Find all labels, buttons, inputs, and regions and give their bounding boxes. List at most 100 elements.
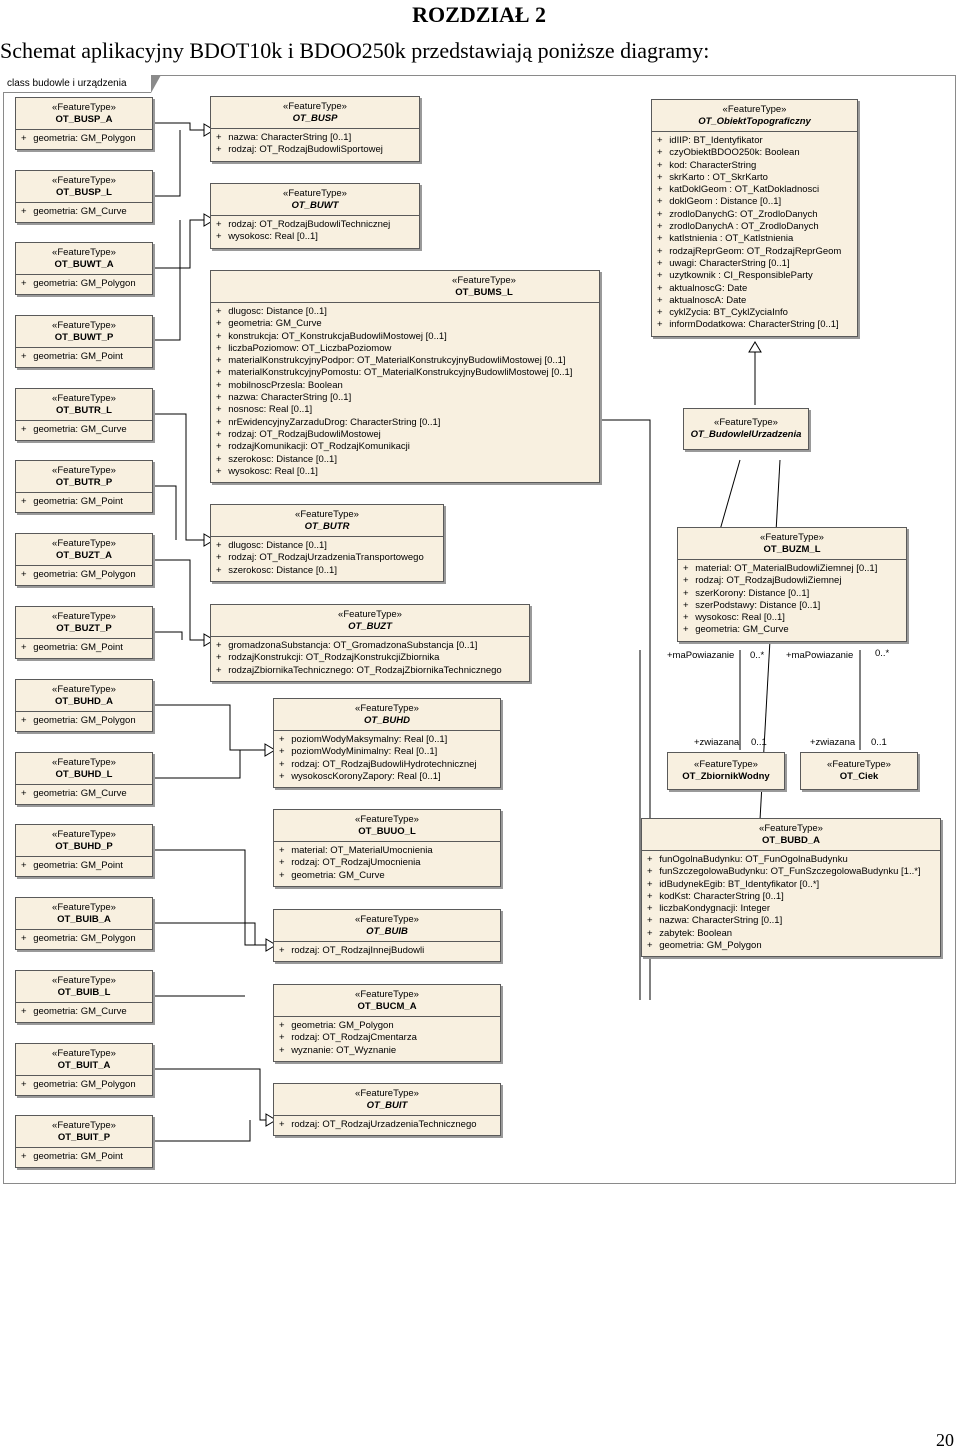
class-buwt[interactable]: «FeatureType»OT_BUWT rodzaj: OT_RodzajBu… <box>210 183 420 249</box>
class-attr: czyObiektBDOO250k: Boolean <box>657 147 853 159</box>
class-attr: rodzaj: OT_RodzajBudowliZiemnej <box>683 575 902 587</box>
class-budowle-i-urzadzenia[interactable]: «FeatureType»OT_BudowleIUrzadzenia <box>683 408 809 450</box>
class-attr: nazwa: CharacterString [0..1] <box>647 915 936 927</box>
stereotype-label: «FeatureType» <box>355 989 419 1000</box>
stereotype-label: «FeatureType» <box>759 823 823 834</box>
class-busp-a[interactable]: «FeatureType»OT_BUSP_A geometria: GM_Pol… <box>15 97 153 151</box>
class-attr: nosnosc: Real [0..1] <box>216 404 595 416</box>
class-attr: rodzaj: OT_RodzajInnejBudowli <box>279 945 496 957</box>
class-buhd-a[interactable]: «FeatureType»OT_BUHD_A geometria: GM_Pol… <box>15 679 153 733</box>
class-buib-l[interactable]: «FeatureType»OT_BUIB_L geometria: GM_Cur… <box>15 970 153 1024</box>
class-name: OT_BUHD_P <box>55 841 113 852</box>
multiplicity-label: 0..* <box>875 648 890 659</box>
stereotype-label: «FeatureType» <box>452 275 516 286</box>
class-attr: geometria: GM_Point <box>21 860 148 872</box>
stereotype-label: «FeatureType» <box>827 759 891 770</box>
stereotype-label: «FeatureType» <box>52 538 116 549</box>
class-name: OT_BUSP_A <box>55 114 113 125</box>
class-butr-p[interactable]: «FeatureType»OT_BUTR_P geometria: GM_Poi… <box>15 460 153 514</box>
class-attr: wysokosc: Real [0..1] <box>683 612 902 624</box>
class-name: OT_BUZM_L <box>763 544 821 555</box>
class-attr: geometria: GM_Curve <box>21 206 148 218</box>
class-attr: nrEwidencyjnyZarzaduDrog: CharacterStrin… <box>216 417 595 429</box>
stereotype-label: «FeatureType» <box>52 247 116 258</box>
class-attr: katDoklGeom : OT_KatDokladnosci <box>657 184 853 196</box>
class-attr: geometria: GM_Curve <box>21 1006 148 1018</box>
class-buib[interactable]: «FeatureType»OT_BUIB rodzaj: OT_RodzajIn… <box>273 909 501 963</box>
class-name: OT_BUIT <box>366 1100 408 1111</box>
class-busp-l[interactable]: «FeatureType»OT_BUSP_L geometria: GM_Cur… <box>15 170 153 224</box>
class-buzt-a[interactable]: «FeatureType»OT_BUZT_A geometria: GM_Pol… <box>15 533 153 587</box>
class-buib-a[interactable]: «FeatureType»OT_BUIB_A geometria: GM_Pol… <box>15 897 153 951</box>
class-buzt[interactable]: «FeatureType»OT_BUZT gromadzonaSubstancj… <box>210 604 530 682</box>
class-attr: rodzajZbiornikaTechnicznego: OT_RodzajZb… <box>216 665 525 677</box>
class-buwt-p[interactable]: «FeatureType»OT_BUWT_P geometria: GM_Poi… <box>15 315 153 369</box>
class-name: OT_BUSP <box>292 113 338 124</box>
class-ciek[interactable]: «FeatureType»OT_Ciek <box>800 752 918 790</box>
stereotype-label: «FeatureType» <box>52 465 116 476</box>
class-buhd-p[interactable]: «FeatureType»OT_BUHD_P geometria: GM_Poi… <box>15 824 153 878</box>
class-buhd-l[interactable]: «FeatureType»OT_BUHD_L geometria: GM_Cur… <box>15 752 153 806</box>
class-attr: aktualnoscG: Date <box>657 283 853 295</box>
class-buit-p[interactable]: «FeatureType»OT_BUIT_P geometria: GM_Poi… <box>15 1115 153 1169</box>
stereotype-label: «FeatureType» <box>52 757 116 768</box>
class-name: OT_Ciek <box>839 771 879 782</box>
class-name: OT_BUIB_L <box>57 987 111 998</box>
class-attr: zrodloDanychG: OT_ZrodloDanych <box>657 209 853 221</box>
class-name: OT_BUIB <box>366 926 408 937</box>
class-name: OT_ObiektTopograficzny <box>698 116 811 127</box>
role-label: +maPowiazanie <box>786 650 854 661</box>
class-name: OT_BUTR_P <box>55 477 113 488</box>
class-attr: rodzaj: OT_RodzajBudowliTechnicznej <box>216 219 415 231</box>
class-name: OT_BUMS_L <box>455 287 513 298</box>
class-attr: geometria: GM_Polygon <box>279 1020 496 1032</box>
class-attr: doklGeom : Distance [0..1] <box>657 196 853 208</box>
stereotype-label: «FeatureType» <box>694 759 758 770</box>
class-buzm-l[interactable]: «FeatureType»OT_BUZM_L material: OT_Mate… <box>677 527 907 642</box>
class-attr: rodzaj: OT_RodzajUmocnienia <box>279 857 496 869</box>
class-name: OT_BUZT_A <box>56 550 112 561</box>
class-butr[interactable]: «FeatureType»OT_BUTR dlugosc: Distance [… <box>210 504 444 582</box>
class-attr: liczbaPoziomow: OT_LiczbaPoziomow <box>216 343 595 355</box>
class-attr: dlugosc: Distance [0..1] <box>216 540 439 552</box>
class-buhd[interactable]: «FeatureType»OT_BUHD poziomWodyMaksymaln… <box>273 698 501 789</box>
class-attr: wysokoscKoronyZapory: Real [0..1] <box>279 771 496 783</box>
class-buit[interactable]: «FeatureType»OT_BUIT rodzaj: OT_RodzajUr… <box>273 1083 501 1137</box>
class-attr: szerPodstawy: Distance [0..1] <box>683 600 902 612</box>
class-name: OT_BUWT <box>291 200 339 211</box>
class-attr: cyklZycia: BT_CyklZyciaInfo <box>657 307 853 319</box>
intro-text: Schemat aplikacyjny BDOT10k i BDOO250k p… <box>0 38 710 63</box>
class-obiekt-topograficzny[interactable]: «FeatureType»OT_ObiektTopograficzny idII… <box>651 99 858 337</box>
class-name: OT_BUWT_P <box>54 332 114 343</box>
stereotype-label: «FeatureType» <box>52 829 116 840</box>
chapter-heading: ROZDZIAŁ 2 <box>412 2 546 27</box>
stereotype-label: «FeatureType» <box>52 1120 116 1131</box>
stereotype-label: «FeatureType» <box>355 703 419 714</box>
class-attr: geometria: GM_Point <box>21 642 148 654</box>
class-bucm-a[interactable]: «FeatureType»OT_BUCM_A geometria: GM_Pol… <box>273 984 501 1062</box>
class-attr: material: OT_MaterialBudowliZiemnej [0..… <box>683 563 902 575</box>
stereotype-label: «FeatureType» <box>52 611 116 622</box>
class-buuo-l[interactable]: «FeatureType»OT_BUUO_L material: OT_Mate… <box>273 809 501 887</box>
class-name: OT_BUBD_A <box>761 835 821 846</box>
class-busp[interactable]: «FeatureType»OT_BUSP nazwa: CharacterStr… <box>210 96 420 162</box>
class-buzt-p[interactable]: «FeatureType»OT_BUZT_P geometria: GM_Poi… <box>15 606 153 660</box>
class-attr: geometria: GM_Polygon <box>647 940 936 952</box>
class-name: OT_BUUO_L <box>358 826 416 837</box>
class-bums-l[interactable]: «FeatureType»OT_BUMS_L dlugosc: Distance… <box>210 270 600 484</box>
class-zbiornik-wodny[interactable]: «FeatureType»OT_ZbiornikWodny <box>667 752 785 790</box>
class-attr: rodzaj: OT_RodzajBudowliMostowej <box>216 429 595 441</box>
stereotype-label: «FeatureType» <box>722 104 787 115</box>
class-buwt-a[interactable]: «FeatureType»OT_BUWT_A geometria: GM_Pol… <box>15 242 153 296</box>
class-name: OT_BUHD_L <box>55 769 113 780</box>
class-butr-l[interactable]: «FeatureType»OT_BUTR_L geometria: GM_Cur… <box>15 388 153 442</box>
class-attr: funOgolnaBudynku: OT_FunOgolnaBudynku <box>647 854 936 866</box>
class-buit-a[interactable]: «FeatureType»OT_BUIT_A geometria: GM_Pol… <box>15 1043 153 1097</box>
class-attr: gromadzonaSubstancja: OT_GromadzonaSubst… <box>216 640 525 652</box>
stereotype-label: «FeatureType» <box>283 188 347 199</box>
class-attr: geometria: GM_Polygon <box>21 133 148 145</box>
stereotype-label: «FeatureType» <box>52 1048 116 1059</box>
class-bubd-a[interactable]: «FeatureType»OT_BUBD_A funOgolnaBudynku:… <box>641 818 941 958</box>
diagram-tab: class budowle i urządzenia <box>3 75 161 93</box>
class-attr: rodzaj: OT_RodzajUrzadzeniaTransportoweg… <box>216 552 439 564</box>
